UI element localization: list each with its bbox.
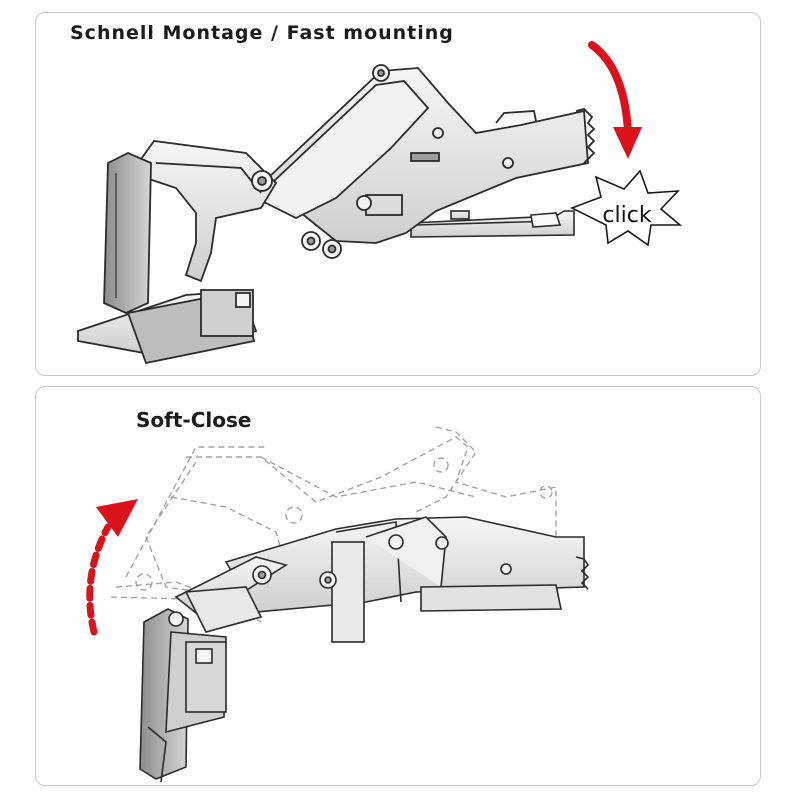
click-burst-icon: click bbox=[570, 169, 683, 247]
hinge-arm bbox=[224, 516, 590, 643]
soft-close-hinge-illustration bbox=[86, 426, 590, 783]
mounting-plate bbox=[410, 210, 575, 238]
hinge-cup bbox=[139, 608, 227, 783]
pivot-pins bbox=[168, 534, 512, 627]
fast-mounting-title: Schnell Montage / Fast mounting bbox=[70, 22, 454, 44]
soft-close-title: Soft-Close bbox=[136, 408, 252, 432]
fast-mounting-panel: Schnell Montage / Fast mounting bbox=[35, 12, 761, 376]
click-label: click bbox=[602, 203, 651, 228]
hinge-arm bbox=[254, 67, 596, 244]
soft-close-panel: Soft-Close bbox=[35, 386, 761, 786]
fast-mounting-hinge-illustration: click bbox=[77, 41, 683, 365]
hinge-link bbox=[129, 140, 278, 283]
hinge-cup bbox=[77, 152, 258, 365]
red-dashed-arrow-up-icon bbox=[86, 499, 138, 636]
pivot-pins bbox=[251, 64, 514, 259]
red-curved-arrow-down-icon bbox=[588, 41, 642, 159]
